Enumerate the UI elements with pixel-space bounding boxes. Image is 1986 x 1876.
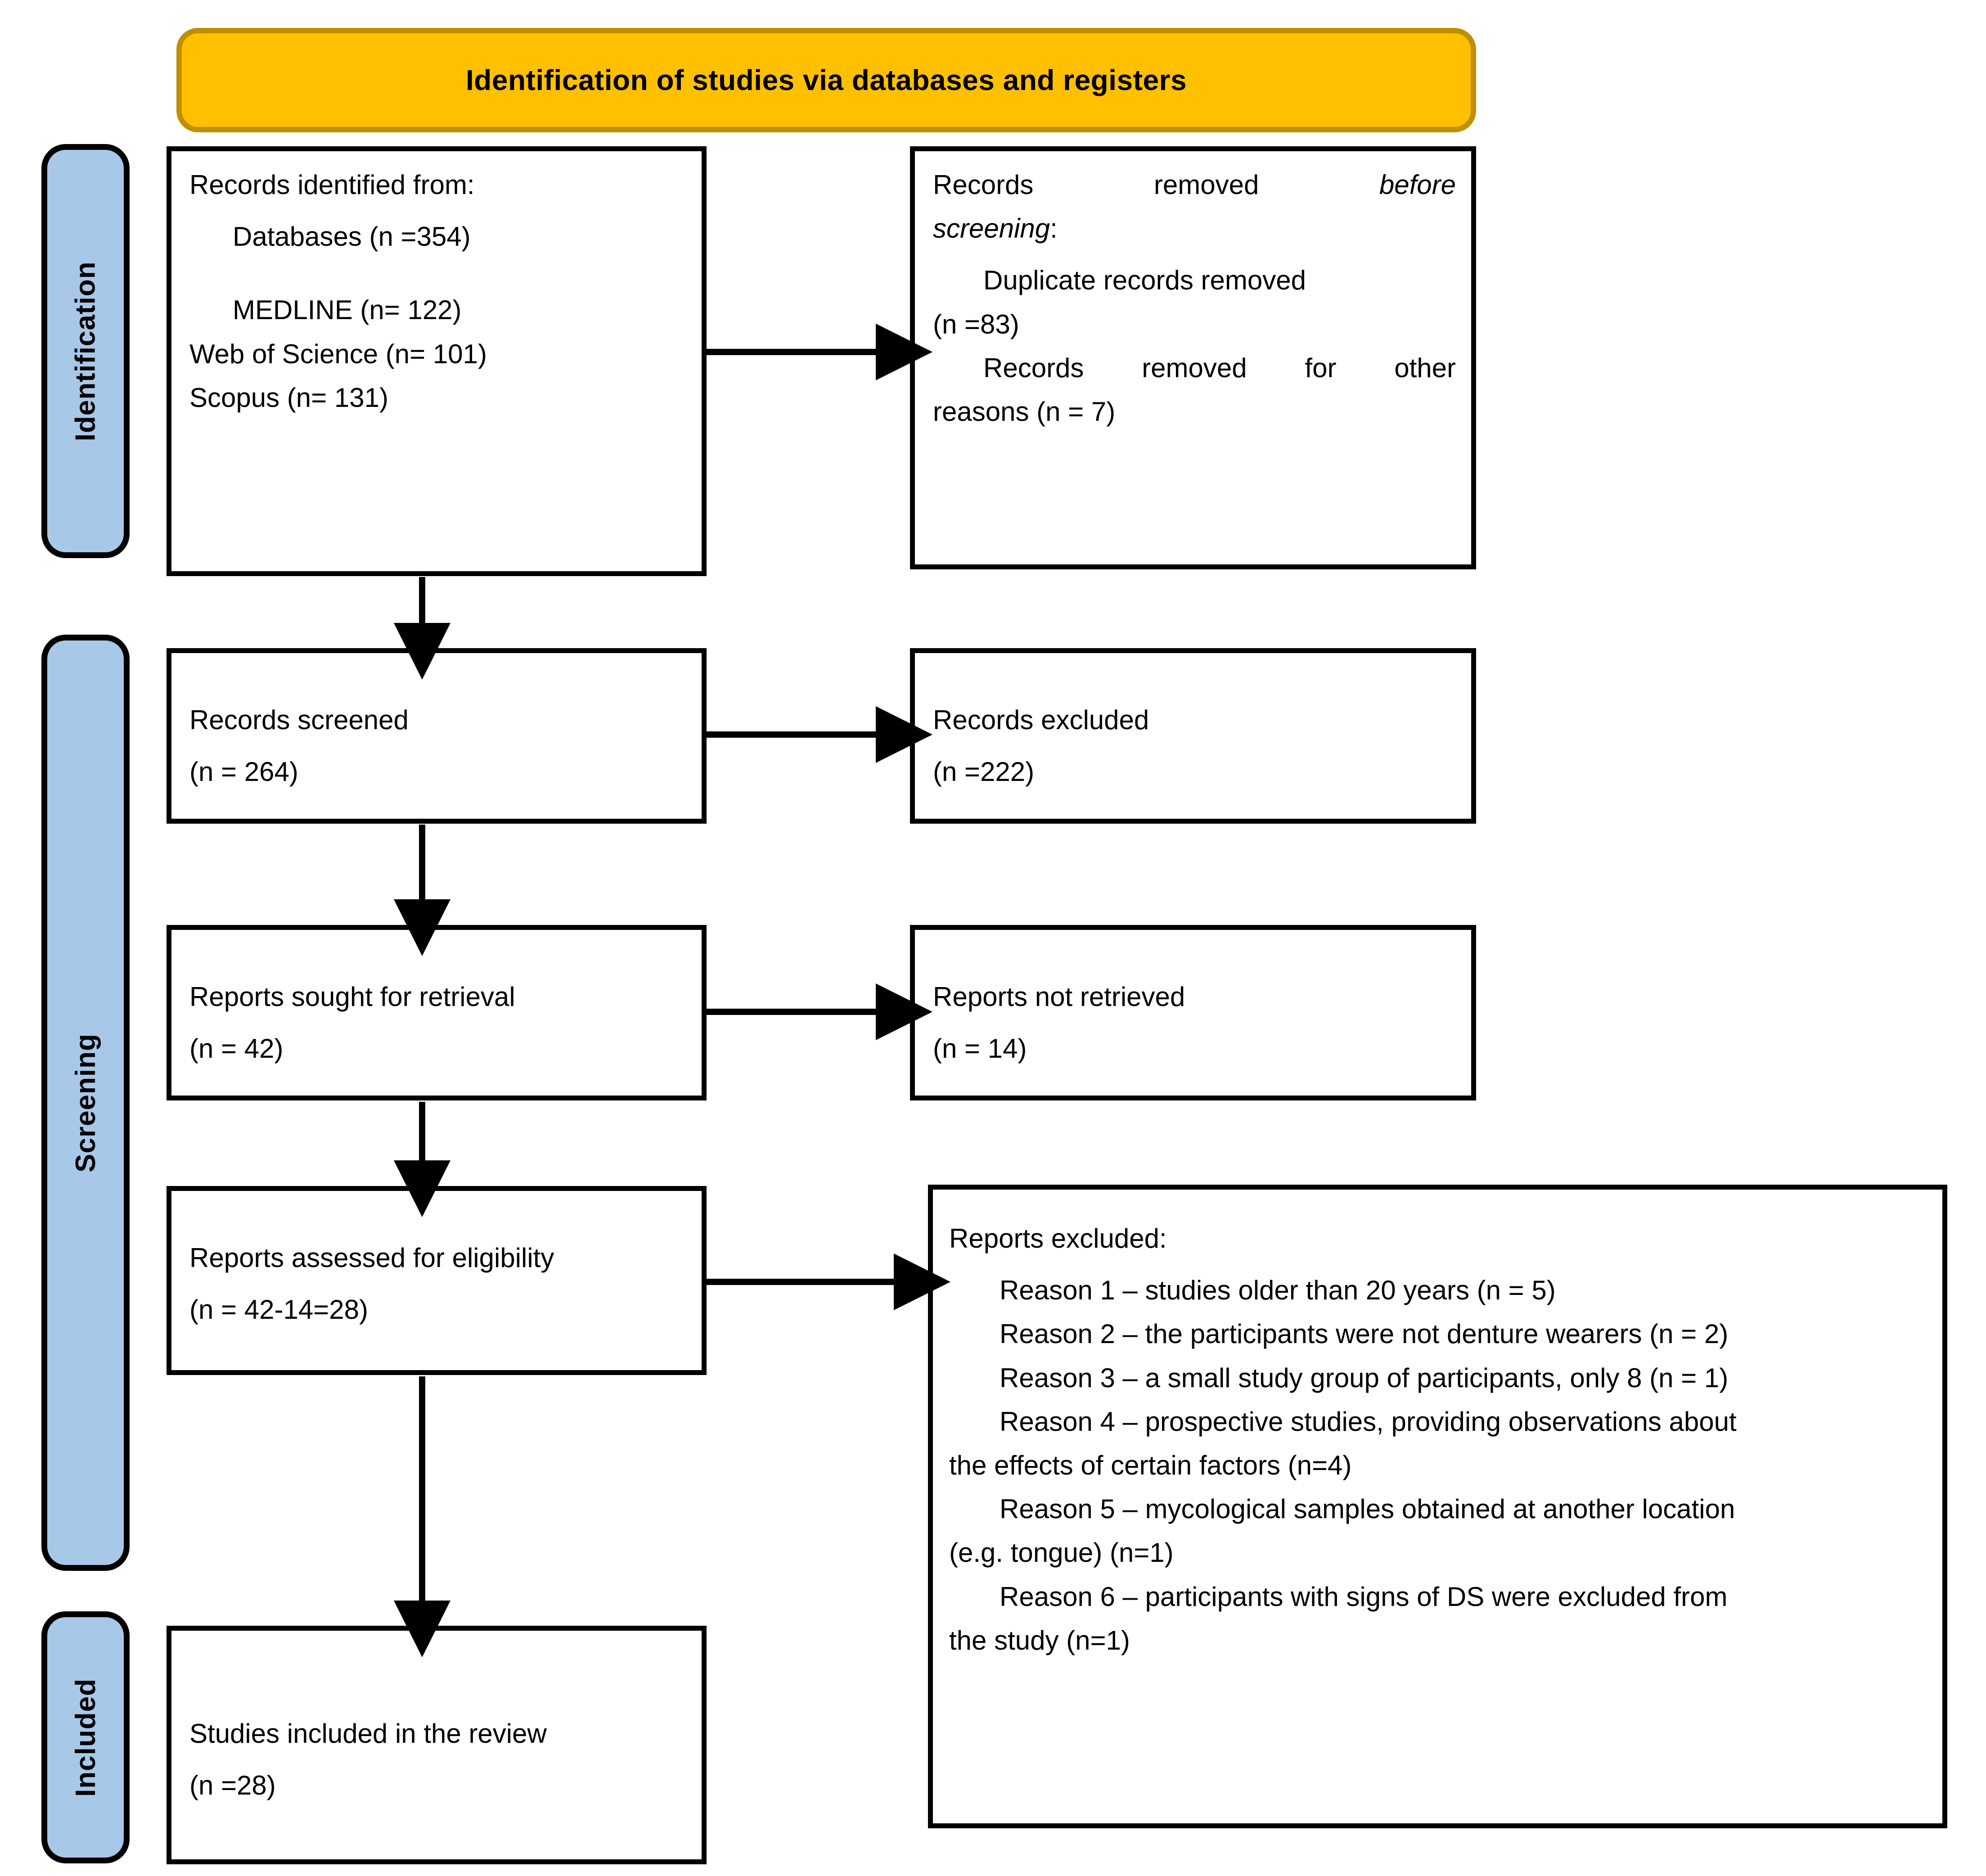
records-excluded-title: Records excluded <box>933 705 1149 735</box>
records-removed-duplicate-n: (n =83) <box>933 309 1019 339</box>
box-reports-excluded-text: Reports excluded: Reason 1 – studies old… <box>949 1217 1932 1662</box>
records-removed-other-line: Records removed for other <box>933 346 1456 390</box>
reports-excluded-reason-6-line-1: Reason 6 – participants with signs of DS… <box>1000 1581 1728 1612</box>
stage-label-identification: Identification <box>70 261 101 441</box>
box-reports-assessed: Reports assessed for eligibility (n = 42… <box>167 1186 707 1375</box>
reports-excluded-reason-4-line-1: Reason 4 – prospective studies, providin… <box>1000 1406 1737 1437</box>
box-reports-not-retrieved: Reports not retrieved (n = 14) <box>910 925 1476 1100</box>
box-studies-included: Studies included in the review (n =28) <box>167 1626 707 1864</box>
box-reports-sought: Reports sought for retrieval (n = 42) <box>167 925 707 1100</box>
box-records-removed: Records removed before screening: Duplic… <box>910 146 1476 569</box>
records-removed-line2: screening: <box>933 207 1456 250</box>
box-reports-assessed-text: Reports assessed for eligibility (n = 42… <box>189 1236 686 1331</box>
stage-band-screening: Screening <box>41 635 130 1571</box>
reports-excluded-reason-5-line-1: Reason 5 – mycological samples obtained … <box>1000 1494 1735 1524</box>
records-removed-word-before: before <box>1379 170 1456 200</box>
box-records-excluded-text: Records excluded (n =222) <box>933 698 1456 794</box>
records-removed-word-removed: removed <box>1153 170 1259 200</box>
records-removed-word-screening: screening <box>933 213 1050 244</box>
reports-excluded-title: Reports excluded: <box>949 1223 1167 1254</box>
reports-excluded-reason-5-line-2: (e.g. tongue) (n=1) <box>949 1538 1174 1568</box>
records-removed-colon: : <box>1050 213 1058 244</box>
records-identified-scopus: Scopus (n= 131) <box>189 382 388 413</box>
box-records-screened: Records screened (n = 264) <box>167 648 707 824</box>
reports-excluded-reason-2: Reason 2 – the participants were not den… <box>1000 1319 1729 1349</box>
reports-excluded-reason-4-line-2: the effects of certain factors (n=4) <box>949 1450 1352 1480</box>
records-excluded-n: (n =222) <box>933 757 1035 787</box>
studies-included-title: Studies included in the review <box>189 1718 547 1749</box>
records-identified-databases: Databases (n =354) <box>233 221 471 252</box>
records-removed-other-removed: removed <box>1142 352 1247 383</box>
box-records-screened-text: Records screened (n = 264) <box>189 698 686 794</box>
reports-not-retrieved-n: (n = 14) <box>933 1033 1027 1064</box>
records-screened-title: Records screened <box>189 705 409 735</box>
reports-excluded-reason-3: Reason 3 – a small study group of partic… <box>1000 1362 1729 1393</box>
records-removed-other-for: for <box>1305 352 1337 383</box>
page-title: Identification of studies via databases … <box>465 64 1187 96</box>
records-removed-other-n: reasons (n = 7) <box>933 396 1116 427</box>
box-records-identified: Records identified from: Databases (n =3… <box>167 146 707 576</box>
reports-sought-n: (n = 42) <box>189 1033 284 1064</box>
reports-sought-title: Reports sought for retrieval <box>189 982 515 1012</box>
box-records-excluded: Records excluded (n =222) <box>910 648 1476 824</box>
records-removed-word-records: Records <box>933 170 1034 200</box>
records-identified-title: Records identified from: <box>189 170 475 200</box>
records-removed-other-other: other <box>1394 352 1456 383</box>
box-records-removed-text: Records removed before screening: Duplic… <box>933 163 1456 433</box>
reports-assessed-n: (n = 42-14=28) <box>189 1294 368 1325</box>
records-removed-line1: Records removed before <box>933 163 1456 207</box>
box-reports-sought-text: Reports sought for retrieval (n = 42) <box>189 975 686 1070</box>
records-removed-duplicate-label: Duplicate records removed <box>983 265 1306 296</box>
records-screened-n: (n = 264) <box>189 757 298 787</box>
stage-band-identification: Identification <box>41 144 130 558</box>
box-records-identified-text: Records identified from: Databases (n =3… <box>189 163 686 419</box>
reports-assessed-title: Reports assessed for eligibility <box>189 1243 554 1273</box>
header-banner: Identification of studies via databases … <box>176 28 1476 132</box>
reports-excluded-reason-6-line-2: the study (n=1) <box>949 1625 1130 1655</box>
stage-label-screening: Screening <box>70 1033 101 1172</box>
reports-excluded-reason-1: Reason 1 – studies older than 20 years (… <box>1000 1275 1556 1306</box>
records-identified-medline: MEDLINE (n= 122) <box>233 295 462 325</box>
stage-band-included: Included <box>41 1611 130 1863</box>
box-reports-not-retrieved-text: Reports not retrieved (n = 14) <box>933 975 1456 1070</box>
box-reports-excluded: Reports excluded: Reason 1 – studies old… <box>928 1185 1947 1828</box>
box-studies-included-text: Studies included in the review (n =28) <box>189 1712 686 1807</box>
stage-label-included: Included <box>70 1678 101 1797</box>
records-identified-web-of-science: Web of Science (n= 101) <box>189 338 487 369</box>
records-removed-other-records: Records <box>983 352 1084 383</box>
studies-included-n: (n =28) <box>189 1770 276 1801</box>
reports-not-retrieved-title: Reports not retrieved <box>933 982 1185 1012</box>
